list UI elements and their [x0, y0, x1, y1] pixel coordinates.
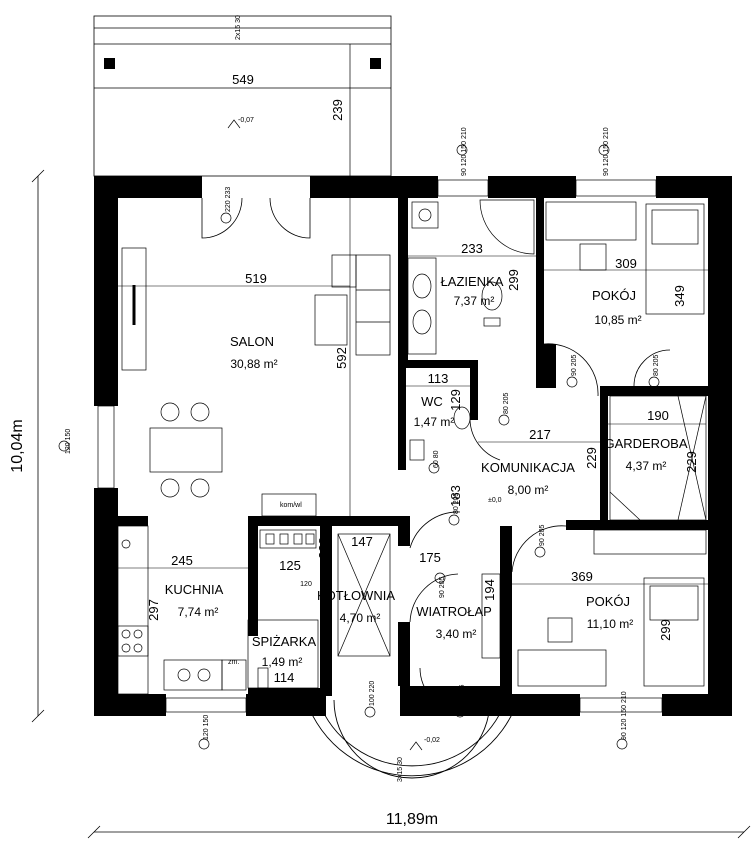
tag-wc-window: 60 80	[433, 450, 440, 468]
spizarka-name: SPIŻARKA	[252, 634, 317, 649]
kom-level: ±0,0	[488, 497, 502, 504]
tag-kotlownia-door: 80 205	[453, 492, 460, 514]
kotlownia-inner-h-dim: 120	[300, 581, 312, 588]
terrace-step-tag: 2x15 30	[235, 15, 242, 40]
terrace-post	[104, 58, 115, 69]
wc-width-dim: 113	[428, 371, 449, 386]
entrance-level: -0,02	[424, 737, 440, 744]
kotlownia-area: 4,70 m²	[340, 611, 381, 625]
fridge-label: zm.	[228, 659, 239, 666]
garderoba-depth-dim: 229	[684, 451, 699, 473]
salon-width-dim: 519	[245, 271, 267, 286]
kotlownia-width-dim: 147	[351, 534, 373, 549]
garderoba-area: 4,37 m²	[626, 459, 667, 473]
garderoba-name: GARDEROBA	[604, 436, 687, 451]
terrace-post	[370, 58, 381, 69]
tag-salon-left: 120 150	[65, 429, 72, 454]
komunikacja-name: KOMUNIKACJA	[481, 460, 575, 475]
tag-lazienka-window: 90 120 150 210	[461, 127, 468, 176]
tag-entrance: 100 220	[369, 681, 376, 706]
kom-small-dim-1: 183	[448, 485, 463, 507]
wc-name: WC	[421, 394, 443, 409]
doors	[201, 197, 671, 713]
window-tags	[58, 144, 660, 750]
kotlownia-inner-dim: 125	[279, 558, 301, 573]
spizarka-area: 1,49 m²	[262, 655, 303, 669]
terrace-depth-dim: 239	[330, 99, 345, 121]
tag-wiatrolap-window: 90 226	[459, 684, 466, 706]
salon-area: 30,88 m²	[230, 357, 277, 371]
pokoj1-depth-dim: 349	[672, 285, 687, 307]
wiatrolap-area: 3,40 m²	[436, 627, 477, 641]
lazienka-width-dim: 233	[461, 241, 483, 256]
salon-depth-dim: 592	[334, 347, 349, 369]
kotlownia-depth-dim: 238	[316, 537, 331, 559]
tag-pokoj2-window: 90 120 150 210	[621, 691, 628, 740]
pokoj2-depth-dim: 299	[658, 619, 673, 641]
pokoj2-name: POKÓJ	[586, 594, 630, 609]
lazienka-name: ŁAZIENKA	[441, 274, 504, 289]
spizarka-width-dim: 114	[274, 670, 295, 685]
kuchnia-area: 7,74 m²	[178, 605, 219, 619]
lazienka-area: 7,37 m²	[454, 294, 495, 308]
entrance-porch	[305, 699, 519, 779]
lazienka-depth-dim: 299	[506, 269, 521, 291]
komunikacja-depth-dim: 229	[584, 447, 599, 469]
pokoj2-width-dim: 369	[571, 569, 593, 584]
pokoj1-area: 10,85 m²	[594, 313, 641, 327]
tag-pokoj1-window: 90 120 150 210	[603, 127, 610, 176]
furniture	[117, 198, 707, 695]
komunikacja-width-dim: 217	[529, 427, 551, 442]
pokoj1-width-dim: 309	[615, 256, 637, 271]
outer-walls	[94, 176, 732, 716]
wc-depth-dim: 129	[448, 389, 463, 411]
garderoba-width-dim: 190	[647, 408, 669, 423]
chimney-label: kom/wl	[280, 502, 302, 509]
entrance-step-tag: 3x15 30	[397, 757, 404, 782]
wiatrolap-depth-dim: 194	[482, 579, 497, 601]
tag-garderoba-door: 80 205	[653, 354, 660, 376]
salon-name: SALON	[230, 334, 274, 349]
terrace	[93, 15, 392, 177]
kuchnia-depth-dim: 297	[146, 599, 161, 621]
tag-pokoj1-door: 90 205	[571, 354, 578, 376]
pokoj1-name: POKÓJ	[592, 288, 636, 303]
overall-width-dim: 11,89m	[386, 811, 438, 828]
kuchnia-name: KUCHNIA	[165, 582, 224, 597]
wiatrolap-name: WIATROŁAP	[416, 604, 492, 619]
tag-kuchnia-window: 120 150	[203, 715, 210, 740]
kotlownia-name: KOTŁOWNIA	[317, 588, 395, 603]
kom-small-dim-2: 175	[419, 550, 441, 565]
tag-wiatrolap-door: 90 205	[439, 576, 446, 598]
kuchnia-width-dim: 245	[171, 553, 193, 568]
tag-kom-door: 90 205	[539, 524, 546, 546]
tag-lazienka-door: 80 205	[503, 392, 510, 414]
terrace-level: -0,07	[238, 117, 254, 124]
komunikacja-area: 8,00 m²	[508, 483, 549, 497]
terrace-width-dim: 549	[232, 72, 254, 87]
tag-salon-door: 220 233	[225, 187, 232, 212]
interior-walls	[118, 198, 708, 696]
wc-area: 1,47 m²	[414, 415, 455, 429]
overall-height-dim: 10,04m	[9, 419, 26, 472]
pokoj2-area: 11,10 m²	[587, 617, 633, 631]
